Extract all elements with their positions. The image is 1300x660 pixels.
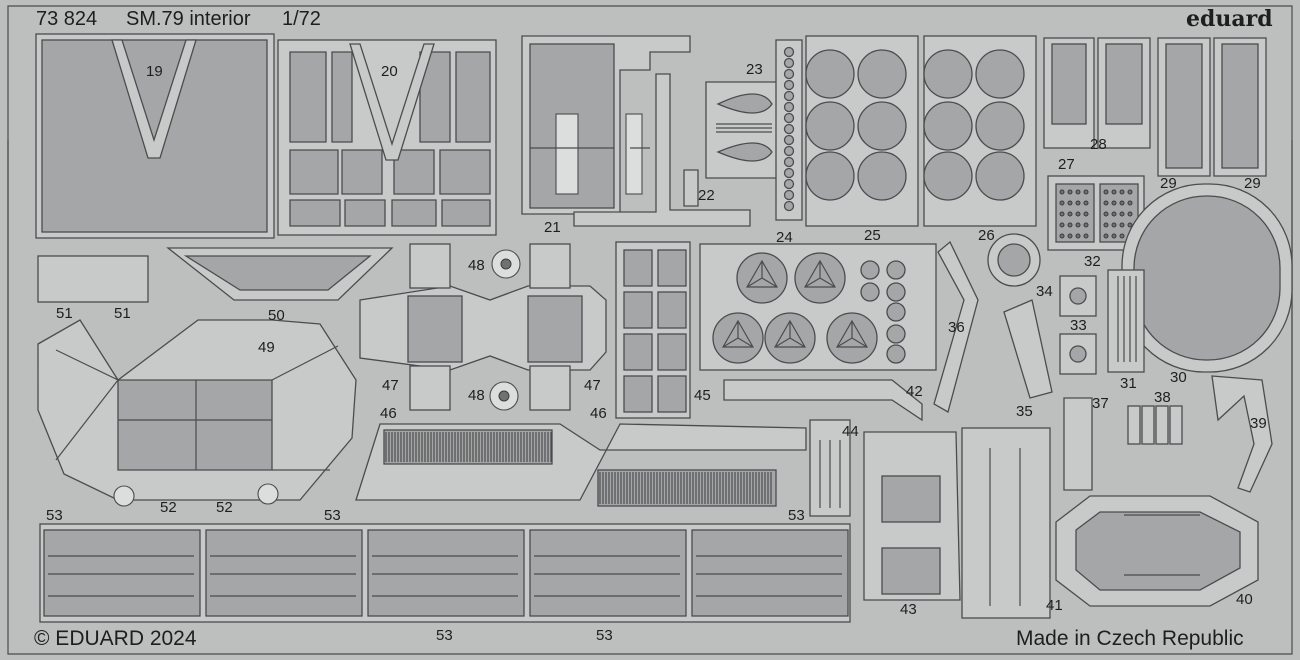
part-label-p33: 33: [1070, 317, 1087, 334]
part-30: [1121, 183, 1293, 373]
part-label-p51b: 51: [114, 305, 131, 322]
part-label-p43: 43: [900, 601, 917, 618]
part-label-p48a: 48: [468, 257, 485, 274]
brand-logo: eduard: [1186, 6, 1273, 32]
part-40: [1055, 495, 1259, 607]
part-41: [961, 427, 1051, 619]
part-label-p19: 19: [146, 63, 163, 80]
part-label-p53c: 53: [788, 507, 805, 524]
part-label-p37: 37: [1092, 395, 1109, 412]
part-label-p21: 21: [544, 219, 561, 236]
part-label-p38: 38: [1154, 389, 1171, 406]
part-label-p47a: 47: [382, 377, 399, 394]
copyright-text: © EDUARD 2024: [34, 627, 197, 650]
part-label-p53b: 53: [324, 507, 341, 524]
part-label-p50: 50: [268, 307, 285, 324]
part-label-p45: 45: [694, 387, 711, 404]
part-label-p51a: 51: [56, 305, 73, 322]
part-label-p44: 44: [842, 423, 859, 440]
part-label-p36: 36: [948, 319, 965, 336]
part-label-p31: 31: [1120, 375, 1137, 392]
part-32: [1047, 175, 1145, 251]
part-label-p20: 20: [381, 63, 398, 80]
roundel-panel: [699, 243, 937, 371]
part-label-p47b: 47: [584, 377, 601, 394]
part-45: [615, 241, 691, 419]
part-label-p40: 40: [1236, 591, 1253, 608]
part-label-p52a: 52: [160, 499, 177, 516]
part-label-p46b: 46: [590, 405, 607, 422]
part-label-p23: 23: [746, 61, 763, 78]
part-42: [723, 379, 923, 422]
kit-title: SM.79 interior: [126, 8, 251, 30]
part-label-p46a: 46: [380, 405, 397, 422]
part-label-p35: 35: [1016, 403, 1033, 420]
part-19: [35, 33, 275, 239]
part-label-p30: 30: [1170, 369, 1187, 386]
part-53: [39, 523, 851, 623]
part-label-p29a: 29: [1160, 175, 1177, 192]
part-label-p32: 32: [1084, 253, 1101, 270]
part-label-p53e: 53: [596, 627, 613, 644]
part-label-p24: 24: [776, 229, 793, 246]
origin-text: Made in Czech Republic: [1016, 627, 1244, 650]
part-label-p48b: 48: [468, 387, 485, 404]
part-label-p26: 26: [978, 227, 995, 244]
part-25-26: [805, 35, 1037, 227]
part-label-p53a: 53: [46, 507, 63, 524]
part-label-p28: 28: [1090, 136, 1107, 153]
part-46-47-48: [359, 243, 607, 411]
part-label-p52b: 52: [216, 499, 233, 516]
part-37-38-39: [1063, 375, 1273, 493]
part-27-28-29: [1043, 37, 1267, 177]
part-31-33-34: [987, 233, 1145, 375]
part-label-p42: 42: [906, 383, 923, 400]
part-label-p41: 41: [1046, 597, 1063, 614]
part-label-p29b: 29: [1244, 175, 1261, 192]
part-35-36: [933, 240, 1053, 413]
part-label-p49: 49: [258, 339, 275, 356]
part-label-p34: 34: [1036, 283, 1053, 300]
part-43-44: [809, 419, 961, 601]
part-label-p25: 25: [864, 227, 881, 244]
part-50-51-52: [37, 247, 394, 507]
part-21-22: [521, 35, 751, 227]
part-label-p39: 39: [1250, 415, 1267, 432]
kit-scale: 1/72: [282, 8, 321, 30]
part-20: [277, 39, 497, 236]
part-49: [37, 319, 357, 501]
part-label-p53d: 53: [436, 627, 453, 644]
part-23-24: [705, 39, 803, 221]
part-label-p22: 22: [698, 187, 715, 204]
part-label-p27: 27: [1058, 156, 1075, 173]
grilles: [355, 423, 807, 507]
kit-code: 73 824: [36, 8, 98, 30]
